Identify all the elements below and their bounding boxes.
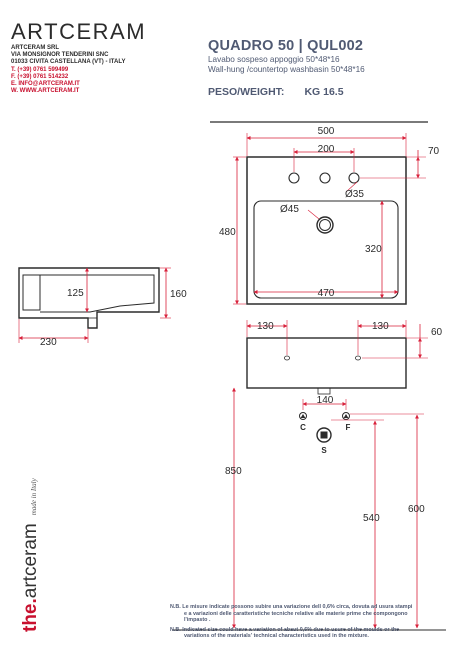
side-view: 125 160 230: [18, 267, 187, 348]
note-en-prefix: N.B.: [170, 626, 181, 633]
label-drain: S: [321, 446, 327, 455]
side-brand-main: artceram: [20, 523, 41, 599]
company-phone: T. (+39) 0761 599499: [11, 66, 69, 73]
label-cold: C: [300, 423, 306, 432]
dim-drain-diameter: Ø45: [280, 204, 299, 215]
dim-install-height: 850: [225, 466, 242, 477]
dim-basin-depth: 320: [365, 244, 382, 255]
note-it-line1: N.B. Le misure indicate possono subire u…: [170, 604, 460, 611]
top-view: 500 200 70 Ø35 Ø45 480 320 470: [219, 126, 440, 305]
front-hole-right: [355, 355, 361, 361]
top-view-basin: [253, 200, 399, 299]
company-web: W. WWW.ARTCERAM.IT: [11, 88, 80, 95]
front-hole-left: [284, 355, 290, 361]
company-contact: ARTCERAM SRL VIA MONSIGNOR TENDERINI SNC…: [11, 45, 191, 95]
note-en-line1: N.B. Indicated size could have a variati…: [170, 627, 460, 634]
dim-drain-height: 540: [363, 513, 380, 524]
cold-supply-icon: [299, 412, 307, 420]
dim-taphole-diameter: Ø35: [345, 189, 364, 200]
drain-outlet-icon: [316, 427, 332, 443]
taphole-center: [319, 172, 331, 184]
side-view-bowl: [40, 274, 155, 313]
note-it-line3: l'impasto .: [184, 617, 211, 624]
product-desc-it: Lavabo sospeso appoggio 50*48*16: [208, 55, 340, 64]
dim-front-right-offset: 130: [372, 321, 389, 332]
dim-top-width: 500: [318, 126, 335, 137]
taphole-right: [348, 172, 360, 184]
drain-outlet-icon-square: [320, 431, 328, 439]
side-brand-prefix: the.: [20, 598, 41, 632]
cold-supply-icon-triangle: [300, 414, 306, 418]
side-tagline: made in Italy: [30, 478, 38, 516]
top-view-outline: [246, 156, 407, 305]
dim-taphole-spacing: 200: [318, 144, 335, 155]
dim-front-left-offset: 130: [257, 321, 274, 332]
weight-value: KG 16.5: [304, 86, 344, 98]
company-name: ARTCERAM SRL: [11, 45, 59, 51]
dim-side-depth: 230: [40, 337, 57, 348]
front-view: 130 130 60 140 C F S 850 5: [172, 320, 446, 631]
side-view-outline: [18, 267, 160, 329]
brand-logo: ARTCERAM: [11, 19, 147, 44]
side-brand: the.artceram made in Italy: [20, 478, 42, 632]
drain-inner: [319, 219, 331, 231]
leader-taphole: [345, 181, 358, 193]
hot-supply-icon-triangle: [343, 414, 349, 418]
taphole-left: [288, 172, 300, 184]
front-drain-outlet: [317, 387, 331, 395]
dim-depth: 480: [219, 227, 236, 238]
dim-edge-offset: 70: [428, 146, 440, 157]
company-header: ARTCERAM ARTCERAM SRL VIA MONSIGNOR TEND…: [11, 20, 191, 95]
drain-outer: [316, 216, 334, 234]
dim-front-right-height: 60: [431, 327, 443, 338]
weight-row: PESO/WEIGHT: KG 16.5: [208, 86, 458, 98]
note-it-text1: Le misure indicate possono subire una va…: [182, 604, 413, 610]
note-it-prefix: N.B.: [170, 604, 181, 610]
note-it-line2: e a variazioni delle caratteristiche tec…: [184, 610, 408, 617]
dim-supply-height: 600: [408, 504, 425, 515]
note-en-text1: Indicated size could have a variation of…: [182, 626, 400, 633]
company-email: E. INFO@ARTCERAM.IT: [11, 81, 80, 88]
front-view-outline: [246, 337, 407, 389]
dim-side-height: 160: [170, 289, 187, 300]
note-en-line2: variations of the materials' technical c…: [184, 633, 369, 640]
dim-drain-spacing: 140: [317, 395, 334, 406]
dim-basin-width: 470: [318, 288, 335, 299]
weight-label: PESO/WEIGHT:: [208, 86, 285, 98]
dim-side-inner-height: 125: [67, 288, 84, 299]
company-street: VIA MONSIGNOR TENDERINI SNC: [11, 52, 109, 59]
product-desc-en: Wall-hung /countertop washbasin 50*48*16: [208, 65, 365, 74]
notes-block: N.B. Le misure indicate possono subire u…: [170, 604, 460, 640]
side-view-inner: [22, 274, 41, 311]
leader-drain: [307, 209, 320, 220]
company-fax: F. (+39) 0761 514232: [11, 73, 69, 80]
product-header: QUADRO 50 | QUL002 Lavabo sospeso appogg…: [208, 38, 458, 98]
label-hot: F: [346, 423, 351, 432]
hot-supply-icon: [342, 412, 350, 420]
product-title: QUADRO 50 | QUL002: [208, 38, 364, 54]
company-city: 01033 CIVITA CASTELLANA (VT) - ITALY: [11, 59, 126, 66]
